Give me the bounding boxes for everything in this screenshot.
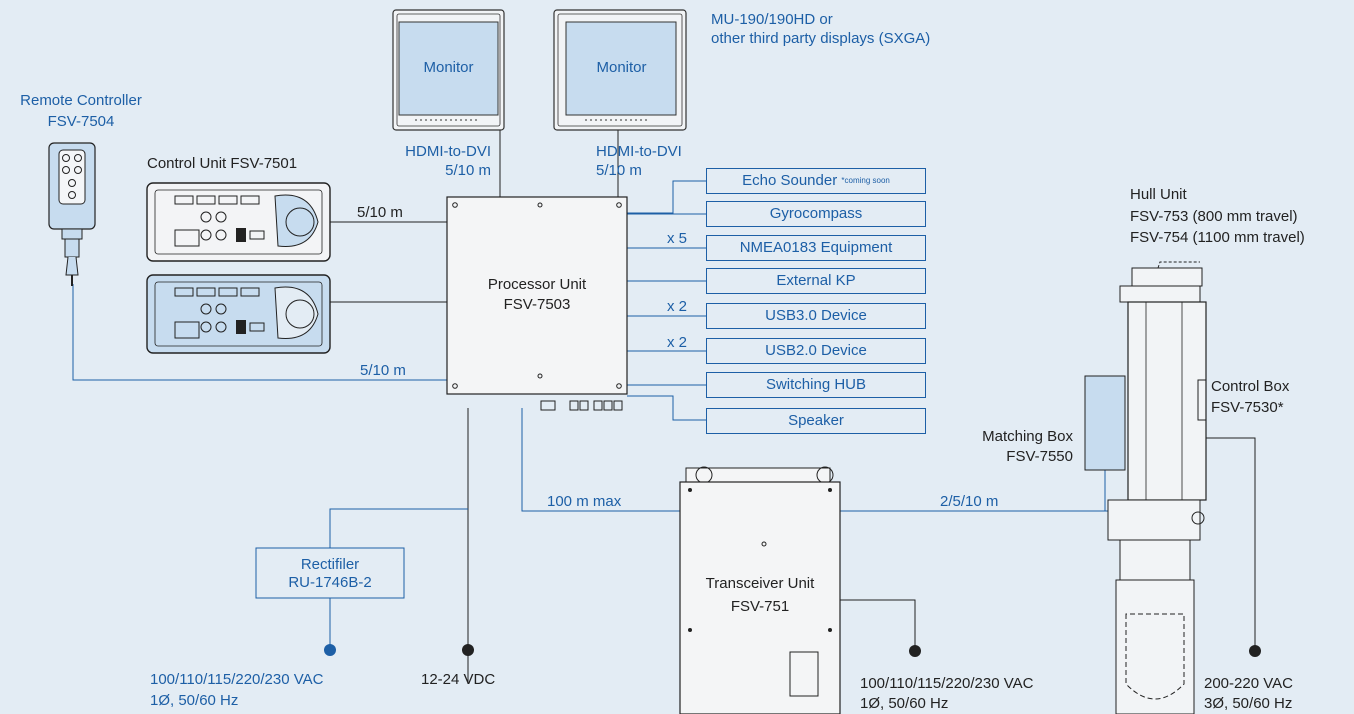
peripheral-usb3: USB3.0 Device [706,303,926,329]
rectifier-power-phase: 1Ø, 50/60 Hz [150,692,239,709]
usb2-quantity: x 2 [667,334,688,351]
monitor-left [392,9,505,131]
hull-unit-spec-1: FSV-753 (800 mm travel) [1130,208,1298,225]
hull-power-phase: 3Ø, 50/60 Hz [1204,695,1293,712]
transceiver-cable-length: 100 m max [547,493,622,510]
hull-unit-spec-2: FSV-754 (1100 mm travel) [1130,229,1305,246]
remote-controller-image [48,142,96,286]
rectifier-power-voltage: 100/110/115/220/230 VAC [150,671,324,688]
power-terminals [324,644,1261,657]
peripheral-usb2: USB2.0 Device [706,338,926,364]
hull-power-voltage: 200-220 VAC [1204,675,1293,692]
control-unit-title: Control Unit FSV-7501 [147,155,298,172]
connection-lines [72,130,1256,684]
hull-unit-title: Hull Unit [1130,186,1187,203]
remote-controller-title: Remote Controller [20,92,142,109]
hull-unit-image [1084,261,1207,714]
peripheral-nmea0183: NMEA0183 Equipment [706,235,926,261]
coming-soon-note: *coming soon [841,176,890,185]
monitor-left-cable-type: HDMI-to-DVI [405,143,491,160]
transceiver-unit-model: FSV-751 [730,598,790,615]
remote-controller-model: FSV-7504 [47,113,115,130]
monitor-right [553,9,687,131]
peripheral-switching-hub: Switching HUB [706,372,926,398]
peripheral-echo-sounder: Echo Sounder *coming soon [706,168,926,194]
nmea-quantity: x 5 [667,230,688,247]
peripheral-speaker: Speaker [706,408,926,434]
dc-power-label: 12-24 VDC [421,671,496,688]
monitor-left-cable-length: 5/10 m [445,162,491,179]
monitor-left-label: Monitor [423,59,474,76]
peripheral-label: Echo Sounder [742,172,838,189]
control-unit-bottom-image [146,274,331,354]
control-unit-cable-length: 5/10 m [357,204,403,221]
rectifier-box [255,547,405,599]
processor-unit-model: FSV-7503 [503,296,571,313]
transceiver-unit-title: Transceiver Unit [705,575,815,592]
processor-unit-title: Processor Unit [487,276,587,293]
monitor-caption-line2: other third party displays (SXGA) [711,30,931,47]
peripheral-external-kp: External KP [706,268,926,294]
matching-box-title: Matching Box [982,428,1073,445]
control-box-title: Control Box [1211,378,1290,395]
matching-box-model: FSV-7550 [1006,448,1073,465]
monitor-right-cable-length: 5/10 m [596,162,642,179]
control-box-model: FSV-7530* [1211,399,1284,416]
transceiver-unit-image [679,466,841,714]
hull-cable-length: 2/5/10 m [940,493,999,510]
monitor-caption-line1: MU-190/190HD or [711,11,833,28]
usb3-quantity: x 2 [667,298,688,315]
transceiver-power-phase: 1Ø, 50/60 Hz [860,695,949,712]
monitor-right-cable-type: HDMI-to-DVI [596,143,682,160]
peripheral-gyrocompass: Gyrocompass [706,201,926,227]
monitor-right-label: Monitor [596,59,647,76]
remote-cable-length: 5/10 m [360,362,406,379]
control-unit-top-image [146,182,331,262]
rectifier-model: RU-1746B-2 [288,574,372,591]
rectifier-title: Rectifiler [300,556,360,573]
transceiver-power-voltage: 100/110/115/220/230 VAC [860,675,1034,692]
processor-unit-image [446,196,628,411]
